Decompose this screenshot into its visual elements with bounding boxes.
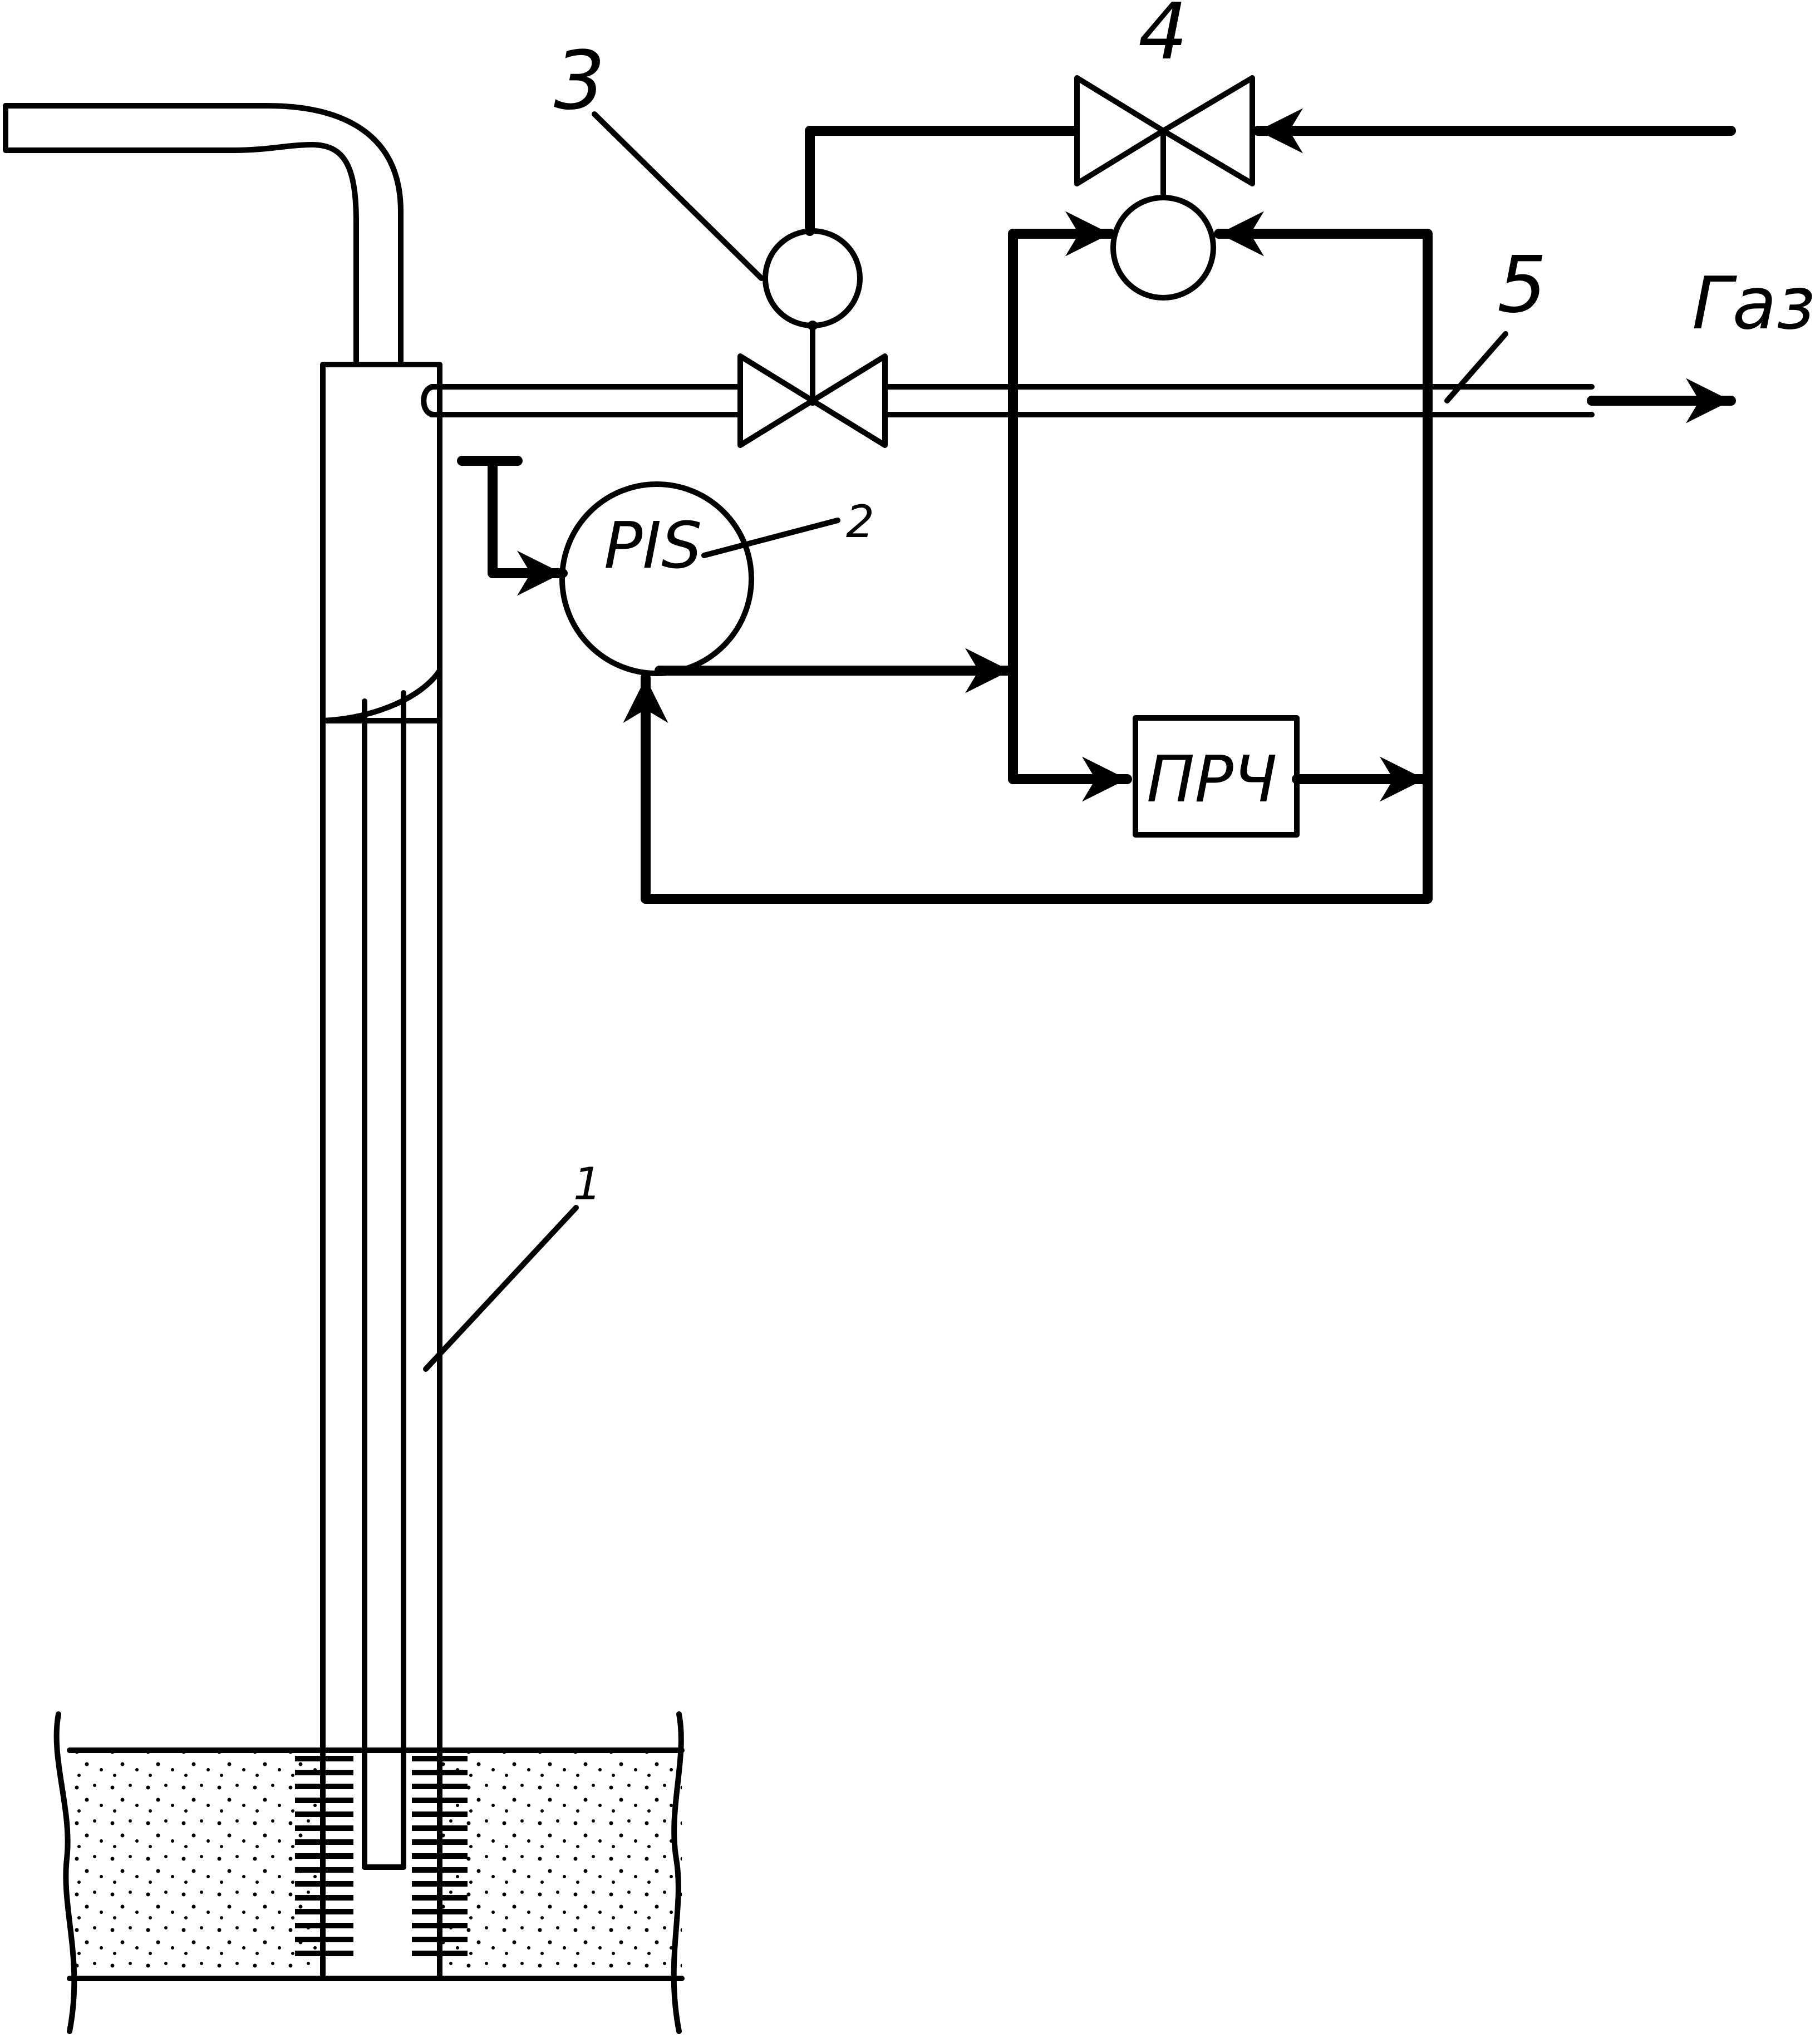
gas-line (421, 378, 1736, 424)
controller-box (1133, 715, 1301, 838)
formation (53, 1711, 685, 2034)
junctions (1423, 382, 1432, 419)
pressure-tap (457, 456, 567, 596)
control-loop (623, 211, 1433, 904)
valve-4 (1074, 75, 1255, 301)
transmitter-pis (559, 481, 840, 676)
label-gas: Газ (1692, 261, 1815, 346)
label-pis: PIS (604, 509, 702, 583)
label-3: 3 (554, 34, 605, 128)
supply-line (805, 108, 1736, 236)
label-4: 4 (1138, 0, 1188, 77)
outlet-pipe (3, 103, 404, 365)
well-casing (320, 668, 442, 1981)
perforations (295, 1756, 468, 1956)
wellhead (320, 362, 442, 723)
valve-3 (737, 228, 888, 448)
well-tubing (362, 690, 406, 1870)
label-prch: ПРЧ (1147, 742, 1277, 817)
label-1: 1 (573, 1158, 602, 1210)
label-5: 5 (1497, 240, 1547, 331)
label-2: 2 (846, 496, 874, 548)
leader-lines (423, 111, 1508, 1372)
